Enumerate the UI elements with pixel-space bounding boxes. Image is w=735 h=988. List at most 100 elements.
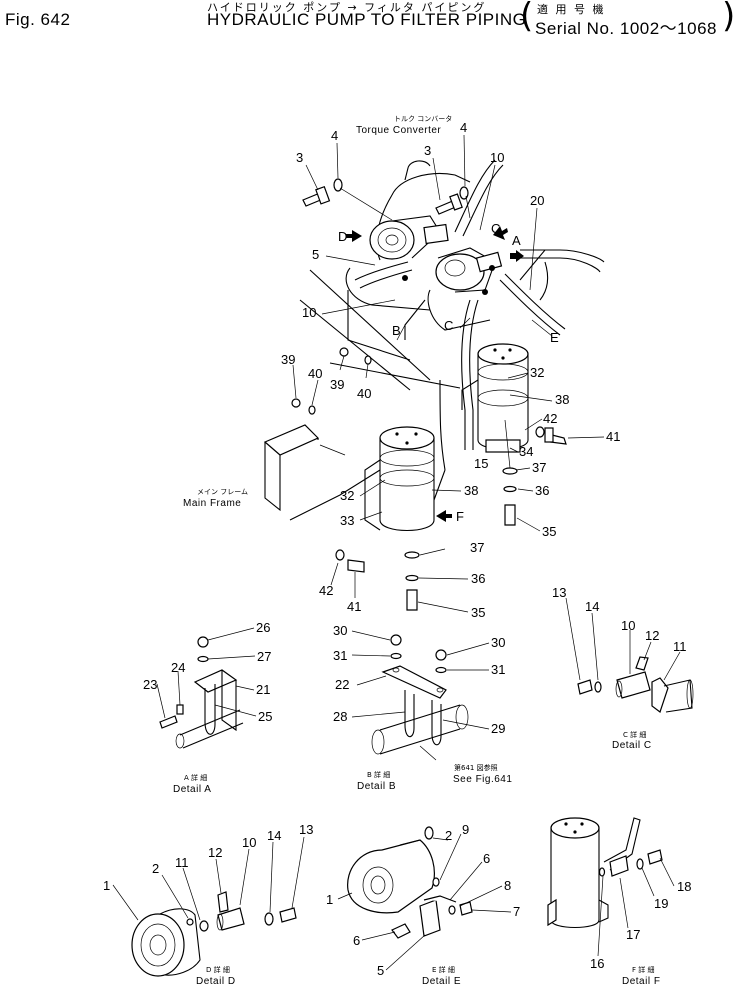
callout-a-25: 25 xyxy=(258,709,272,724)
main-view-letters: D C A B C E F xyxy=(338,221,559,524)
main-assembly: 3 4 3 4 10 20 5 10 39 40 39 40 32 38 42 … xyxy=(183,114,620,620)
callout-main-32b: 32 xyxy=(340,488,354,503)
callout-main-10a: 10 xyxy=(490,150,504,165)
main-leader-lines xyxy=(292,134,605,613)
callout-e-6b: 6 xyxy=(353,933,360,948)
callout-main-38b: 38 xyxy=(464,483,478,498)
callout-main-36b: 36 xyxy=(471,571,485,586)
applicable-machines-japanese: 適 用 号 機 xyxy=(537,3,606,16)
callout-f-19: 19 xyxy=(654,896,668,911)
detail-e-title-jp: E 詳 細 xyxy=(432,965,455,974)
callout-main-15: 15 xyxy=(474,456,488,471)
callout-a-21: 21 xyxy=(256,682,270,697)
callout-main-40a: 40 xyxy=(308,366,322,381)
callout-c-13: 13 xyxy=(552,585,566,600)
callout-main-4b: 4 xyxy=(460,120,467,135)
callout-d-14: 14 xyxy=(267,828,281,843)
callout-e-2: 2 xyxy=(445,828,452,843)
detail-c-title: Detail C xyxy=(612,740,652,751)
callout-d-1: 1 xyxy=(103,878,110,893)
callout-main-33: 33 xyxy=(340,513,354,528)
main-text-labels: トルク コンバータ Torque Converter メイン フレーム Main… xyxy=(183,114,452,509)
detail-a-title-jp: A 詳 細 xyxy=(184,773,207,782)
view-letter-a: A xyxy=(512,233,521,248)
figure-number: Fig. 642 xyxy=(5,10,71,29)
detail-a-title: Detail A xyxy=(173,784,211,795)
bolt-and-washer-drawings xyxy=(302,178,471,221)
view-letter-c-upper: C xyxy=(491,221,500,236)
detail-c-title-jp: C 詳 細 xyxy=(623,730,646,739)
callout-d-11: 11 xyxy=(175,855,189,870)
callout-a-26: 26 xyxy=(256,620,270,635)
callout-e-8: 8 xyxy=(504,878,511,893)
callout-main-3a: 3 xyxy=(296,150,303,165)
callout-a-27: 27 xyxy=(257,649,271,664)
view-letter-c-lower: C xyxy=(444,318,453,333)
pump-drawing xyxy=(369,215,503,295)
callout-d-2: 2 xyxy=(152,861,159,876)
callout-main-10b: 10 xyxy=(302,305,316,320)
callout-main-40b: 40 xyxy=(357,386,371,401)
main-frame-label-jp: メイン フレーム xyxy=(197,488,248,496)
callout-b-31a: 31 xyxy=(333,648,347,663)
callout-b-28: 28 xyxy=(333,709,347,724)
see-fig-641-jp: 第641 図参照 xyxy=(454,763,498,772)
callout-a-23: 23 xyxy=(143,677,157,692)
detail-d-title: Detail D xyxy=(196,976,236,987)
diagram-title: HYDRAULIC PUMP TO FILTER PIPING xyxy=(207,10,527,29)
right-filter-drawing xyxy=(461,343,529,453)
view-arrows xyxy=(346,226,524,522)
callout-a-24: 24 xyxy=(171,660,185,675)
callout-main-35a: 35 xyxy=(542,524,556,539)
callout-e-5: 5 xyxy=(377,963,384,978)
callout-main-35b: 35 xyxy=(471,605,485,620)
callout-main-32a: 32 xyxy=(530,365,544,380)
callout-main-37a: 37 xyxy=(532,460,546,475)
callout-b-29: 29 xyxy=(491,721,505,736)
torque-converter-label: Torque Converter xyxy=(356,125,441,136)
callout-e-7: 7 xyxy=(513,904,520,919)
main-frame-drawing xyxy=(263,424,381,521)
callout-e-6a: 6 xyxy=(483,851,490,866)
callout-main-42a: 42 xyxy=(543,411,557,426)
callout-main-39b: 39 xyxy=(330,377,344,392)
callout-c-10: 10 xyxy=(621,618,635,633)
callout-main-41b: 41 xyxy=(347,599,361,614)
callout-f-16: 16 xyxy=(590,956,604,971)
detail-e: 2 9 6 1 8 7 6 5 E 詳 細 Detail E xyxy=(326,822,520,987)
view-letter-d: D xyxy=(338,229,347,244)
callout-c-12: 12 xyxy=(645,628,659,643)
see-fig-641: See Fig.641 xyxy=(453,774,512,785)
callout-e-1: 1 xyxy=(326,892,333,907)
callout-f-18: 18 xyxy=(677,879,691,894)
serial-open-paren: ( xyxy=(520,0,534,36)
view-letter-f: F xyxy=(456,509,464,524)
callout-main-4a: 4 xyxy=(331,128,338,143)
callout-main-34: 34 xyxy=(519,444,533,459)
callout-main-41a: 41 xyxy=(606,429,620,444)
torque-converter-label-jp: トルク コンバータ xyxy=(394,114,452,123)
view-letter-e: E xyxy=(550,330,559,345)
callout-d-12: 12 xyxy=(208,845,222,860)
callout-d-13: 13 xyxy=(299,822,313,837)
detail-f: 18 19 17 16 F 詳 細 Detail F xyxy=(547,817,691,987)
detail-c: 13 14 10 12 11 C 詳 細 Detail C xyxy=(552,585,694,751)
callout-b-30a: 30 xyxy=(333,623,347,638)
title-japanese: ハイドロリック ポンプ → フィルタ パイピング xyxy=(207,1,487,14)
callout-b-31b: 31 xyxy=(491,662,505,677)
detail-f-title: Detail F xyxy=(622,976,660,987)
callout-main-5: 5 xyxy=(312,247,319,262)
serial-close-paren: ) xyxy=(722,0,735,36)
callout-d-10: 10 xyxy=(242,835,256,850)
main-frame-label: Main Frame xyxy=(183,498,241,509)
callout-main-36a: 36 xyxy=(535,483,549,498)
detail-a: 26 27 24 23 21 25 A 詳 細 Detail A xyxy=(143,620,272,795)
callout-main-38a: 38 xyxy=(555,392,569,407)
detail-b: 30 31 30 31 22 28 29 第641 図参照 See Fig.64… xyxy=(333,623,512,792)
detail-b-title: Detail B xyxy=(357,781,396,792)
callout-f-17: 17 xyxy=(626,927,640,942)
detail-f-title-jp: F 詳 細 xyxy=(632,965,654,974)
main-callouts: 3 4 3 4 10 20 5 10 39 40 39 40 32 38 42 … xyxy=(281,120,620,620)
